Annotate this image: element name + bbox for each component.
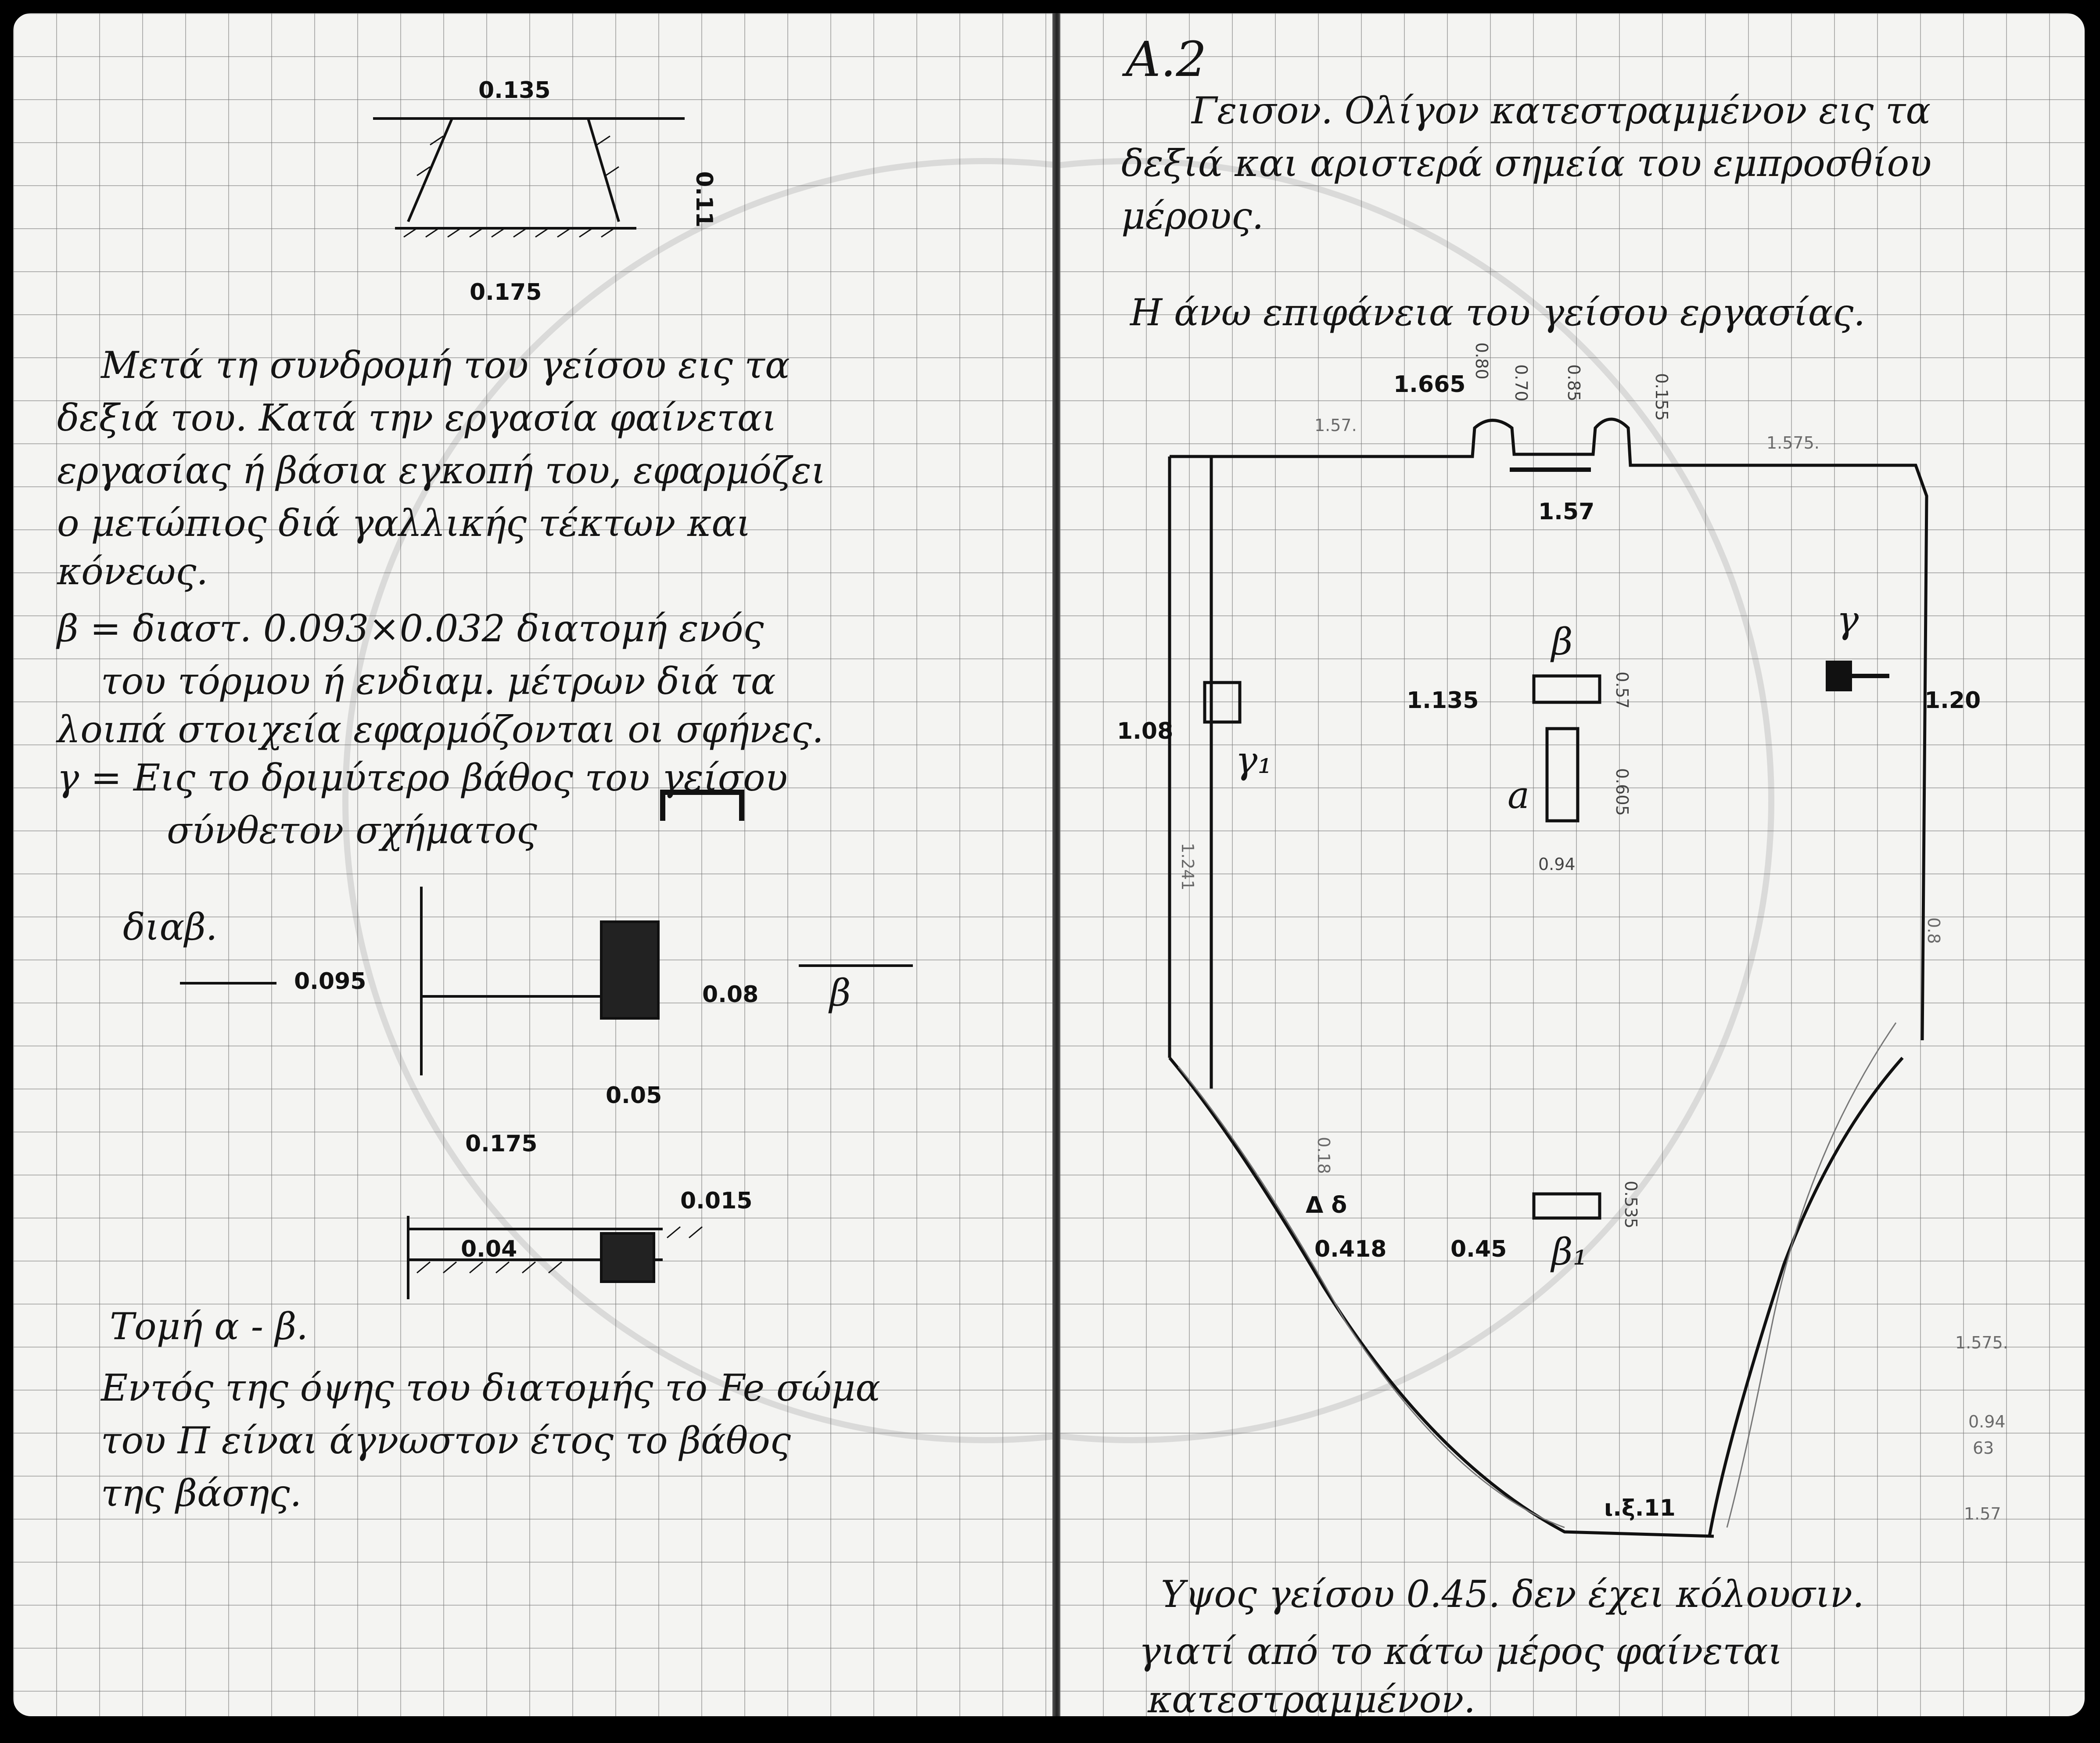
section-block [600, 920, 660, 1020]
section-dim-bottom: 0.05 [606, 1082, 662, 1109]
plan-dim: 0.57 [1612, 672, 1632, 709]
plan-letter: γ₁ [1235, 739, 1272, 782]
left-page: 0.135 0.175 0.11 Μετά τη συνδρομή του γε… [13, 13, 1053, 1716]
dim-bottom: 0.175 [470, 279, 542, 305]
text-line: λοιπά στοιχεία εφαρμόζονται οι σφήνες. [57, 708, 824, 751]
plan-drawing [1168, 417, 1928, 1538]
plan-dim: 1.241 [1178, 843, 1197, 891]
margin-note: 1.575. [1955, 1333, 2008, 1352]
text-line: β = διαστ. 0.093×0.032 διατομή ενός [57, 607, 764, 650]
plan-letter: Δ δ [1306, 1192, 1347, 1218]
section-dim-left: 0.095 [294, 968, 366, 995]
plan-dim: 1.57 [1538, 499, 1595, 525]
plan-dim: 0.18 [1314, 1137, 1333, 1174]
plan-dim: 0.94 [1538, 855, 1576, 874]
margin-note: 0.94 [1968, 1412, 2006, 1431]
plan-subtitle: Η άνω επιφάνεια του γείσου εργασίας. [1130, 291, 1866, 334]
plan-letter: a [1508, 774, 1530, 817]
section-dim-right: 0.08 [702, 981, 759, 1008]
page-header: Α.2 [1126, 31, 1207, 87]
dim-top: 0.135 [478, 77, 551, 104]
plan-dim: 0.535 [1621, 1181, 1641, 1229]
plan-dim: 0.45 [1450, 1236, 1507, 1262]
plan-dim: 0.80 [1472, 342, 1491, 380]
rect-beta [1532, 674, 1601, 704]
text-line: δεξιά του. Κατά την εργασία φαίνεται [57, 396, 777, 439]
footer-line: γιατί από το κάτω μέρος φαίνεται [1139, 1630, 1783, 1673]
rect-beta1 [1532, 1192, 1601, 1220]
bracket-shape [660, 790, 744, 821]
text-line: της βάσης. [101, 1472, 302, 1515]
notebook-spine [1052, 13, 1061, 1716]
section-width: 0.175 [465, 1131, 538, 1157]
intro-line: δεξιά και αριστερά σημεία του εμπροσθίου [1121, 142, 1932, 185]
plan-dim: 0.418 [1314, 1236, 1387, 1262]
plan-top-edge [1170, 417, 1928, 1041]
gamma-block [1826, 661, 1852, 691]
plan-letter: β [1551, 620, 1573, 663]
plan-dim: 1.575. [1766, 433, 1820, 453]
intro-line: μέρους. [1121, 194, 1264, 237]
text-line: κόνεως. [57, 550, 208, 593]
plan-point: ι.ξ.11 [1604, 1495, 1676, 1521]
left-page-drawings [180, 117, 913, 1299]
footer-line: κατεστραμμένον. [1148, 1678, 1475, 1716]
plan-letter: γ [1837, 598, 1859, 641]
plan-dim: 1.135 [1407, 687, 1479, 714]
text-line: Εντός της όψης του διατομής το Fe σώμα [101, 1366, 880, 1409]
plan-letter: β₁ [1551, 1230, 1588, 1273]
intro-line: Γεισον. Ολίγον κατεστραμμένον εις τα [1192, 89, 1931, 132]
text-line: του Π είναι άγνωστον έτος το βάθος [101, 1419, 791, 1462]
text-line: Μετά τη συνδρομή του γείσου εις τα [101, 344, 790, 387]
sketch-right-side [587, 118, 620, 222]
text-line: ο μετώπιος διά γαλλικής τέκτων και [57, 502, 751, 545]
plan-dim: 1.665 [1393, 371, 1466, 398]
plan-lower-right [1708, 1057, 1904, 1537]
plan-dim: 1.20 [1924, 687, 1981, 714]
plan-lower-left [1168, 1057, 1714, 1538]
margin-note: 63 [1973, 1438, 1994, 1458]
plan-dim: 1.08 [1117, 718, 1174, 744]
plan-dim: 0.8 [1924, 917, 1943, 944]
cut-block [600, 1232, 655, 1283]
plan-dim: 0.85 [1564, 364, 1583, 402]
dim-side: 0.11 [691, 171, 717, 228]
text-line: σύνθετον σχήματος [167, 809, 537, 852]
section-letter: β [829, 971, 851, 1014]
rect-alpha [1545, 727, 1579, 823]
footer-line: Υψος γείσου 0.45. δεν έχει κόλουσιν. [1161, 1573, 1864, 1616]
margin-note: 1.57 [1964, 1504, 2001, 1524]
cut-dim-top: 0.015 [680, 1188, 753, 1214]
pencil-inner-right [1726, 1022, 1897, 1528]
plan-dim: 1.57. [1314, 416, 1357, 435]
plan-dim: 0.605 [1612, 768, 1632, 816]
sketch-left-side [407, 118, 453, 223]
section-label: διαβ. [123, 906, 218, 949]
cut-label: Τομή α - β. [110, 1305, 308, 1348]
rect-gamma1 [1203, 681, 1242, 724]
text-line: του τόρμου ή ενδιαμ. μέτρων διά τα [101, 660, 776, 703]
plan-dim: 0.155 [1652, 373, 1671, 421]
text-line: εργασίας ή βάσια εγκοπή του, εφαρμόζει [57, 449, 826, 492]
plan-dim: 0.70 [1511, 364, 1531, 402]
cut-dim-inner: 0.04 [461, 1236, 517, 1262]
right-page: Α.2 Γεισον. Ολίγον κατεστραμμένον εις τα… [1060, 13, 2085, 1716]
text-line: γ = Εις το δριμύτερο βάθος του γείσου [57, 756, 788, 799]
pencil-inner-left [1177, 1066, 1565, 1528]
